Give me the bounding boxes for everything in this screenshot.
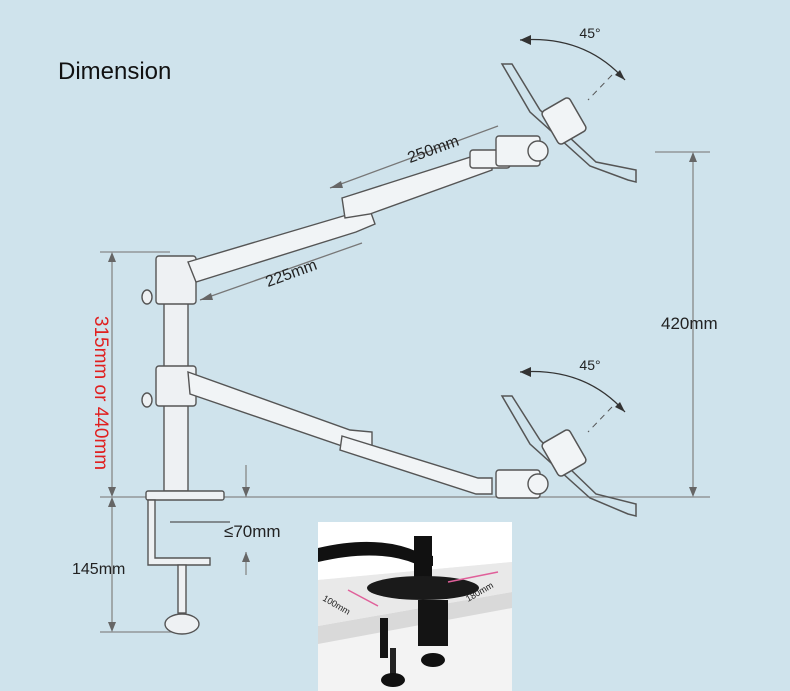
desk-plate xyxy=(145,490,225,501)
lower-outer-arm xyxy=(339,435,493,495)
photo-pole xyxy=(414,536,432,586)
clamp-screw xyxy=(177,564,187,614)
pole-height-label: 315mm or 440mm xyxy=(90,316,111,470)
tilt-top-label: 45° xyxy=(579,25,600,41)
lower-arm-length-label: 225mm xyxy=(263,257,319,291)
upper-laptop-tray xyxy=(500,63,637,183)
lower-laptop-tray xyxy=(500,395,637,517)
clamp-knob xyxy=(164,613,200,635)
clamp-height-label: 145mm xyxy=(72,561,125,578)
tilt-bottom-label: 45° xyxy=(579,357,600,373)
desk-thickness-label: ≤70mm xyxy=(224,522,281,541)
upper-arm-length-label: 250mm xyxy=(405,133,461,167)
clamp-photo: 100mm 180mm xyxy=(318,522,512,691)
clamp-frame xyxy=(147,499,211,566)
photo-arm xyxy=(318,541,433,566)
arm-spacing-label: 420mm xyxy=(661,314,718,333)
page-title: Dimension xyxy=(58,58,172,85)
